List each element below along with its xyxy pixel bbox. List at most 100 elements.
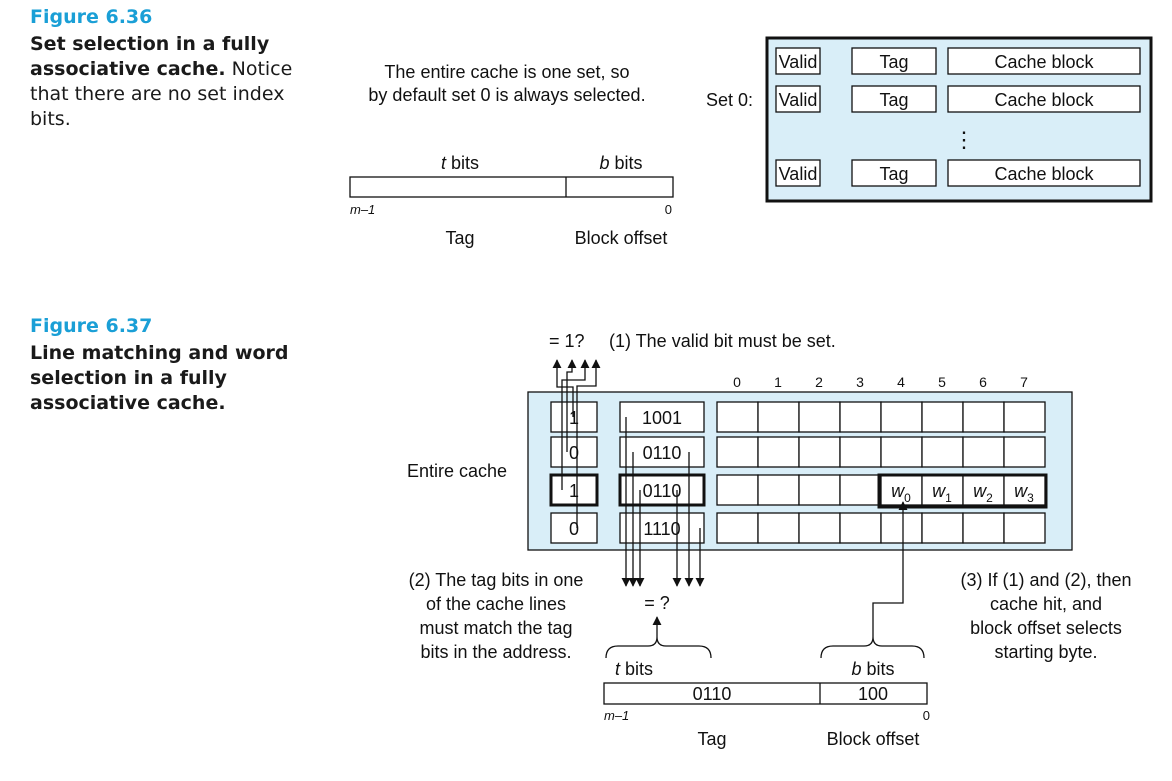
fig37-block-byte (716, 436, 759, 468)
fig37-valid-cell (550, 401, 598, 433)
fig37-addr-offset-value: 100 (858, 684, 888, 704)
fig36-offset-label: Block offset (575, 228, 668, 248)
fig36-addr-high: m–1 (350, 202, 375, 217)
fig37-block-byte (798, 401, 841, 433)
fig37-valid-cell (550, 512, 598, 544)
fig37-connector (566, 359, 577, 452)
fig37-block-byte (880, 512, 923, 544)
fig37-block-byte (798, 474, 841, 506)
fig37-block-byte (921, 401, 964, 433)
fig36-t-bits-label: t bits (441, 153, 479, 173)
fig37-step3-line: cache hit, and (990, 594, 1102, 614)
fig37-tag-value: 0110 (643, 443, 682, 463)
fig36-line-cell-label: Tag (879, 90, 908, 110)
fig37-step2-line: bits in the address. (420, 642, 571, 662)
fig37-block-byte (716, 512, 759, 544)
fig37-byte-index: 5 (938, 374, 946, 390)
fig37-block-byte (962, 512, 1005, 544)
fig37-valid-value: 0 (569, 443, 579, 463)
fig36-line-cell-label: Tag (879, 164, 908, 184)
fig37-tag-cell (618, 473, 706, 507)
fig36-line-cell-label: Cache block (994, 90, 1094, 110)
figure-6-37-title: Line matching and word selection in a fu… (30, 342, 289, 414)
fig36-line-cell (947, 159, 1141, 187)
fig37-tag-value: 1001 (642, 408, 682, 428)
fig37-tag-eq: = ? (644, 593, 670, 613)
fig37-valid-value: 1 (569, 408, 579, 428)
fig37-tag-cell (619, 436, 705, 468)
fig37-step3-line: (3) If (1) and (2), then (960, 570, 1131, 590)
fig37-valid-check: = 1? (549, 331, 585, 351)
fig37-t-bits-label: t bits (615, 659, 653, 679)
fig37-byte-index: 0 (733, 374, 741, 390)
fig37-tag-value: 1110 (643, 519, 680, 539)
fig37-addr-low: 0 (923, 708, 930, 723)
fig37-block-byte (839, 512, 882, 544)
fig37-byte-indices: 0 1 2 3 4 5 6 7 (733, 374, 1028, 390)
fig37-tag-value: 0110 (643, 481, 682, 501)
fig37-block-byte (798, 512, 841, 544)
fig37-tag-cell (619, 512, 705, 544)
figure-6-36-text: Set selection in a fully associative cac… (30, 32, 320, 132)
fig36-note-line2: by default set 0 is always selected. (368, 85, 645, 105)
fig36-line-cell (947, 47, 1141, 75)
fig36-line-cell (947, 85, 1141, 113)
fig37-offset-label: Block offset (827, 729, 920, 749)
fig37-offset-arrow (872, 501, 908, 637)
fig37-byte-index: 4 (897, 374, 905, 390)
fig37-block-byte (880, 401, 923, 433)
fig36-line-cell-label: Cache block (994, 52, 1094, 72)
fig37-word: w2 (973, 481, 993, 505)
fig37-block-byte (757, 401, 800, 433)
fig36-line-cell-label: Cache block (994, 164, 1094, 184)
fig37-entire-cache-label: Entire cache (407, 461, 507, 481)
fig37-block-byte (757, 474, 800, 506)
fig37-valid-cell (549, 473, 599, 507)
fig37-connector (576, 359, 601, 528)
fig37-block-byte (962, 474, 1005, 506)
fig37-connector (552, 359, 574, 417)
fig37-block-byte (962, 436, 1005, 468)
fig37-byte-index: 3 (856, 374, 864, 390)
fig37-block-byte (798, 436, 841, 468)
fig36-vertical-ellipsis: ⋮ (953, 127, 975, 152)
fig37-address-field (603, 682, 928, 705)
fig36-line-cell-label: Valid (779, 164, 818, 184)
fig37-selected-words-highlight (877, 473, 1048, 509)
fig36-line-cell (851, 47, 937, 75)
fig37-byte-index: 2 (815, 374, 823, 390)
fig37-byte-index: 1 (774, 374, 782, 390)
fig37-tag-brace (605, 636, 712, 659)
fig37-block-byte (839, 436, 882, 468)
fig37-block-byte (921, 474, 964, 506)
fig36-line-cell-label: Valid (779, 52, 818, 72)
fig37-block-byte (839, 401, 882, 433)
fig36-line-cell (851, 85, 937, 113)
fig37-addr-high: m–1 (604, 708, 629, 723)
figure-6-37-number: Figure 6.37 (30, 315, 153, 337)
figure-6-36-body: Notice that there are no set index bits. (30, 58, 293, 130)
fig36-address-field (349, 176, 674, 198)
fig37-block-byte (921, 436, 964, 468)
fig37-block-byte (716, 401, 759, 433)
fig37-byte-index: 6 (979, 374, 987, 390)
fig37-valid-cell (550, 436, 598, 468)
figure-6-37-text: Line matching and word selection in a fu… (30, 341, 305, 416)
fig37-block-byte (839, 474, 882, 506)
fig37-block-byte (1003, 436, 1046, 468)
fig37-block-byte (1003, 512, 1046, 544)
fig37-word: w0 (891, 481, 911, 505)
fig37-word: w1 (932, 481, 952, 505)
fig37-byte-index: 7 (1020, 374, 1028, 390)
figure-6-36-number: Figure 6.36 (30, 6, 153, 28)
fig37-valid-value: 1 (569, 481, 579, 501)
fig36-line-cell (775, 47, 821, 75)
fig36-line-cell (851, 159, 937, 187)
fig37-valid-value: 0 (569, 519, 579, 539)
fig37-step1: (1) The valid bit must be set. (609, 331, 836, 351)
fig37-block-byte (757, 436, 800, 468)
fig37-block-byte (716, 474, 759, 506)
fig36-line-cell-label: Tag (879, 52, 908, 72)
